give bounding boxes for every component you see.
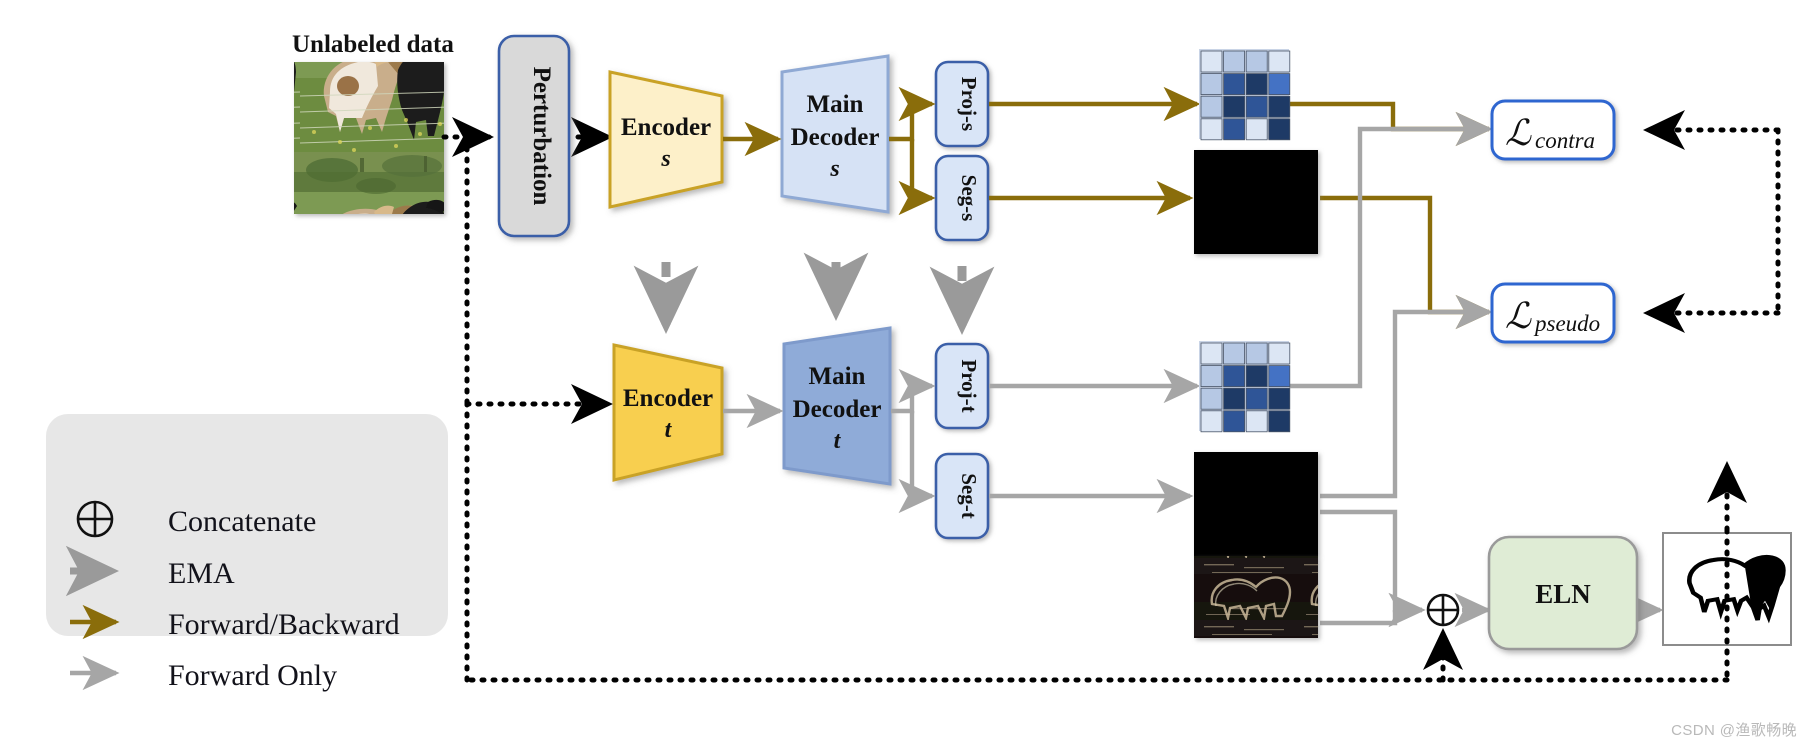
legend-label-ema: EMA [168, 557, 235, 590]
legend-label-concatenate: Concatenate [168, 505, 316, 538]
main-decoder-teacher-sub: t [834, 428, 842, 454]
feature-map-cell [1268, 387, 1291, 410]
feature-map-cell [1200, 342, 1223, 365]
legend-label-forward-backward: Forward/Backward [168, 608, 400, 641]
seg-teacher-block: Seg-t [934, 452, 990, 540]
feature-map-cell [1200, 73, 1223, 96]
circle-plus-icon [76, 500, 114, 538]
encoder-teacher-block: Encoder t [612, 343, 724, 482]
legend-panel: Concatenate EMA Forward/Backward Forward… [46, 414, 448, 692]
loss-contra-symbol: ℒ [1505, 113, 1532, 153]
feature-map-cell [1200, 365, 1223, 388]
feature-map-cell [1200, 50, 1223, 73]
feature-map-cell [1223, 342, 1246, 365]
unlabeled-input-photo [294, 62, 444, 214]
feature-map-cell [1268, 73, 1291, 96]
loss-contra-subscript: contra [1535, 128, 1595, 153]
feature-map-cell [1223, 118, 1246, 141]
feature-map-cell [1200, 387, 1223, 410]
feature-map-cell [1223, 95, 1246, 118]
feature-map-cell [1245, 342, 1268, 365]
feature-map-cell [1268, 342, 1291, 365]
encoder-teacher-label: Encoder [623, 385, 713, 412]
edge-feature-map [1194, 556, 1318, 638]
teacher-segmentation-mask [1194, 452, 1318, 556]
feature-map-cell [1268, 95, 1291, 118]
input-dotted-routing [441, 117, 613, 424]
feature-map-cell [1268, 365, 1291, 388]
eln-label: ELN [1535, 579, 1591, 609]
feature-map-cell [1268, 410, 1291, 433]
feature-map-cell [1223, 410, 1246, 433]
ema-arrows [633, 252, 995, 336]
main-decoder-student-line1: Main [807, 91, 864, 118]
encoder-student-sub: s [660, 146, 670, 172]
main-decoder-teacher-block: Main Decoder t [782, 326, 892, 486]
main-decoder-student-line2: Decoder [791, 124, 880, 151]
legend-item-concatenate: Concatenate [76, 500, 316, 538]
feature-map-cell [1200, 118, 1223, 141]
perturbation-label: Perturbation [528, 67, 555, 206]
student-segmentation-mask [1194, 150, 1318, 254]
loss-pseudo-box: ℒ pseudo [1490, 282, 1616, 344]
legend-item-forward-only: Forward Only [70, 655, 337, 692]
legend-label-forward-only: Forward Only [168, 659, 337, 692]
feature-map-cell [1245, 50, 1268, 73]
main-decoder-student-sub: s [829, 156, 839, 182]
projection-feature-map-student [1199, 49, 1291, 141]
encoder-student-block: Encoder s [608, 70, 724, 209]
teacher-forward-paths [723, 111, 1664, 628]
feature-map-cell [1223, 73, 1246, 96]
feature-map-cell [1223, 387, 1246, 410]
encoder-student-label: Encoder [621, 114, 711, 141]
eln-block: ELN [1487, 535, 1639, 651]
feature-map-cell [1245, 365, 1268, 388]
feature-map-cell [1268, 50, 1291, 73]
legend-item-ema: EMA [65, 545, 235, 597]
proj-student-block: Proj-s [934, 60, 990, 148]
legend-background [46, 414, 448, 636]
feature-map-cell [1245, 118, 1268, 141]
loss-pseudo-subscript: pseudo [1533, 311, 1600, 336]
main-decoder-teacher-line2: Decoder [793, 396, 882, 423]
seg-student-block: Seg-s [934, 154, 990, 242]
input-caption: Unlabeled data [292, 31, 454, 58]
seg-student-label: Seg-s [957, 175, 981, 222]
feature-map-cell [1268, 118, 1291, 141]
feature-map-cell [1245, 387, 1268, 410]
proj-student-label: Proj-s [957, 77, 981, 131]
watermark: CSDN @渔歌畅晚 [1671, 722, 1797, 739]
projection-feature-map-teacher [1199, 341, 1291, 433]
proj-teacher-label: Proj-t [957, 359, 981, 412]
main-decoder-teacher-line1: Main [809, 363, 866, 390]
encoder-teacher-sub: t [665, 417, 673, 443]
feature-map-cell [1245, 73, 1268, 96]
proj-teacher-block: Proj-t [934, 342, 990, 430]
feature-map-cell [1245, 95, 1268, 118]
feature-map-cell [1223, 365, 1246, 388]
perturbation-block: Perturbation [497, 34, 571, 238]
feature-map-cell [1223, 50, 1246, 73]
concatenate-operator [1426, 593, 1460, 627]
loss-contra-box: ℒ contra [1490, 99, 1616, 161]
feature-map-cell [1200, 410, 1223, 433]
feature-map-cell [1245, 410, 1268, 433]
loss-pseudo-symbol: ℒ [1505, 296, 1532, 336]
main-decoder-student-block: Main Decoder s [780, 54, 890, 214]
feature-map-cell [1200, 95, 1223, 118]
seg-teacher-label: Seg-t [957, 473, 981, 519]
legend-item-forward-backward: Forward/Backward [70, 604, 400, 641]
dotted-feedback-paths [464, 110, 1781, 683]
